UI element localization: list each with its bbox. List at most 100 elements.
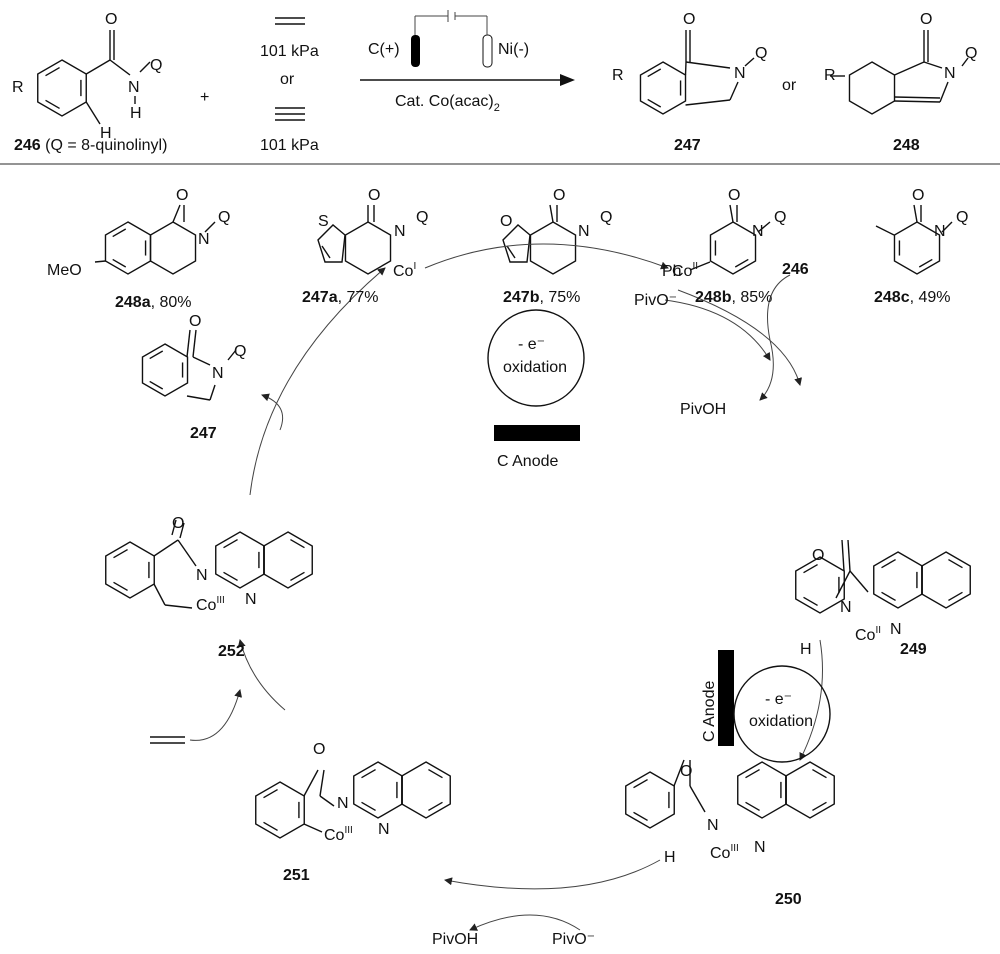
ring <box>149 221 197 275</box>
bond <box>45 66 60 77</box>
bond <box>192 329 197 358</box>
bond <box>745 801 760 812</box>
compound-label: 248 <box>893 137 920 154</box>
arrow <box>261 393 284 431</box>
ring <box>401 761 451 819</box>
svg-text:246 (Q = 8-quinolinyl): 246 (Q = 8-quinolinyl) <box>14 137 167 154</box>
ring <box>873 551 923 609</box>
pivalate-label: PivO⁻ <box>552 931 595 948</box>
arrow <box>189 689 243 741</box>
atom-label: N <box>128 79 140 96</box>
or-text: or <box>280 71 295 88</box>
bond <box>177 539 197 567</box>
bond <box>361 801 376 812</box>
arrow <box>677 289 803 386</box>
bond <box>164 604 193 609</box>
atom-label: H <box>130 105 142 122</box>
svg-text:CoIII: CoIII <box>324 825 353 844</box>
example-248a: ONQ MeO 248a, 80% <box>47 187 230 311</box>
bond <box>290 538 305 549</box>
svg-text:N: N <box>394 223 406 240</box>
ring <box>795 556 845 614</box>
svg-text:247: 247 <box>190 425 217 442</box>
svg-text:- e⁻: - e⁻ <box>765 691 792 708</box>
svg-text:249: 249 <box>900 641 927 658</box>
ring <box>785 761 835 819</box>
ring <box>353 761 403 819</box>
bond <box>321 245 331 259</box>
intermediate-249: ON CoII NH 249 <box>800 547 927 658</box>
svg-text:S: S <box>318 213 329 230</box>
arrowhead <box>560 74 575 86</box>
arrow <box>249 267 386 496</box>
svg-text:C Anode: C Anode <box>497 453 558 470</box>
example-248c: ONQ 248c, 49% <box>874 187 968 306</box>
ring <box>529 221 577 275</box>
plus-sign: + <box>200 89 209 106</box>
bond <box>94 260 106 263</box>
svg-text:248a, 80%: 248a, 80% <box>115 294 192 311</box>
svg-text:oxidation: oxidation <box>503 359 567 376</box>
bond <box>263 821 278 832</box>
bond <box>361 768 376 779</box>
bond <box>894 61 925 76</box>
svg-text:O: O <box>189 313 201 330</box>
arrow <box>424 243 669 270</box>
svg-text:248b, 85%: 248b, 85% <box>695 289 772 306</box>
bond <box>881 558 896 569</box>
ring <box>639 61 687 115</box>
bond <box>149 350 164 360</box>
bond <box>894 100 941 103</box>
svg-text:N: N <box>707 817 719 834</box>
svg-text:H: H <box>664 849 676 866</box>
bond-drawings <box>37 10 971 931</box>
cobalt-I: CoI <box>393 261 416 280</box>
svg-text:N: N <box>337 795 349 812</box>
svg-text:Q: Q <box>965 45 977 62</box>
svg-text:Q: Q <box>956 209 968 226</box>
svg-text:- e⁻: - e⁻ <box>518 336 545 353</box>
bond <box>171 519 177 536</box>
svg-text:O: O <box>920 11 932 28</box>
svg-text:247b, 75%: 247b, 75% <box>503 289 580 306</box>
bond <box>689 785 706 813</box>
arrow <box>469 914 581 931</box>
bond <box>673 759 685 787</box>
bond <box>847 539 851 572</box>
bond <box>428 801 443 812</box>
svg-text:248c, 49%: 248c, 49% <box>874 289 951 306</box>
compound-desc: (Q = 8-quinolinyl) <box>41 137 168 154</box>
svg-text:oxidation: oxidation <box>749 713 813 730</box>
product-248: R O N Q 248 <box>824 11 977 154</box>
bond <box>961 57 969 67</box>
bond <box>139 61 151 73</box>
intermediate-251: ON CoIII N 251 <box>283 741 390 884</box>
anode-electrode <box>494 425 580 441</box>
bond <box>841 539 845 572</box>
svg-text:N: N <box>245 591 257 608</box>
bond <box>939 81 949 103</box>
svg-text:N: N <box>890 621 902 638</box>
alkene-pressure: 101 kPa <box>260 43 319 60</box>
ring <box>317 224 346 263</box>
svg-text:CoIII: CoIII <box>196 595 225 614</box>
bond <box>112 228 127 238</box>
pivalic-acid-label: PivOH <box>432 931 478 948</box>
atom-label: O <box>105 11 117 28</box>
ring <box>737 761 787 819</box>
svg-text:N: N <box>196 567 208 584</box>
or-text: or <box>782 77 797 94</box>
svg-text:N: N <box>934 223 946 240</box>
svg-text:O: O <box>683 11 695 28</box>
bond <box>113 581 128 592</box>
bond <box>744 57 755 67</box>
svg-text:Ph: Ph <box>662 263 682 280</box>
bond <box>209 384 216 401</box>
bond <box>812 768 827 779</box>
substrate-label: 246 <box>782 261 809 278</box>
bond <box>729 204 734 223</box>
bond <box>941 221 953 233</box>
bond <box>894 96 941 99</box>
